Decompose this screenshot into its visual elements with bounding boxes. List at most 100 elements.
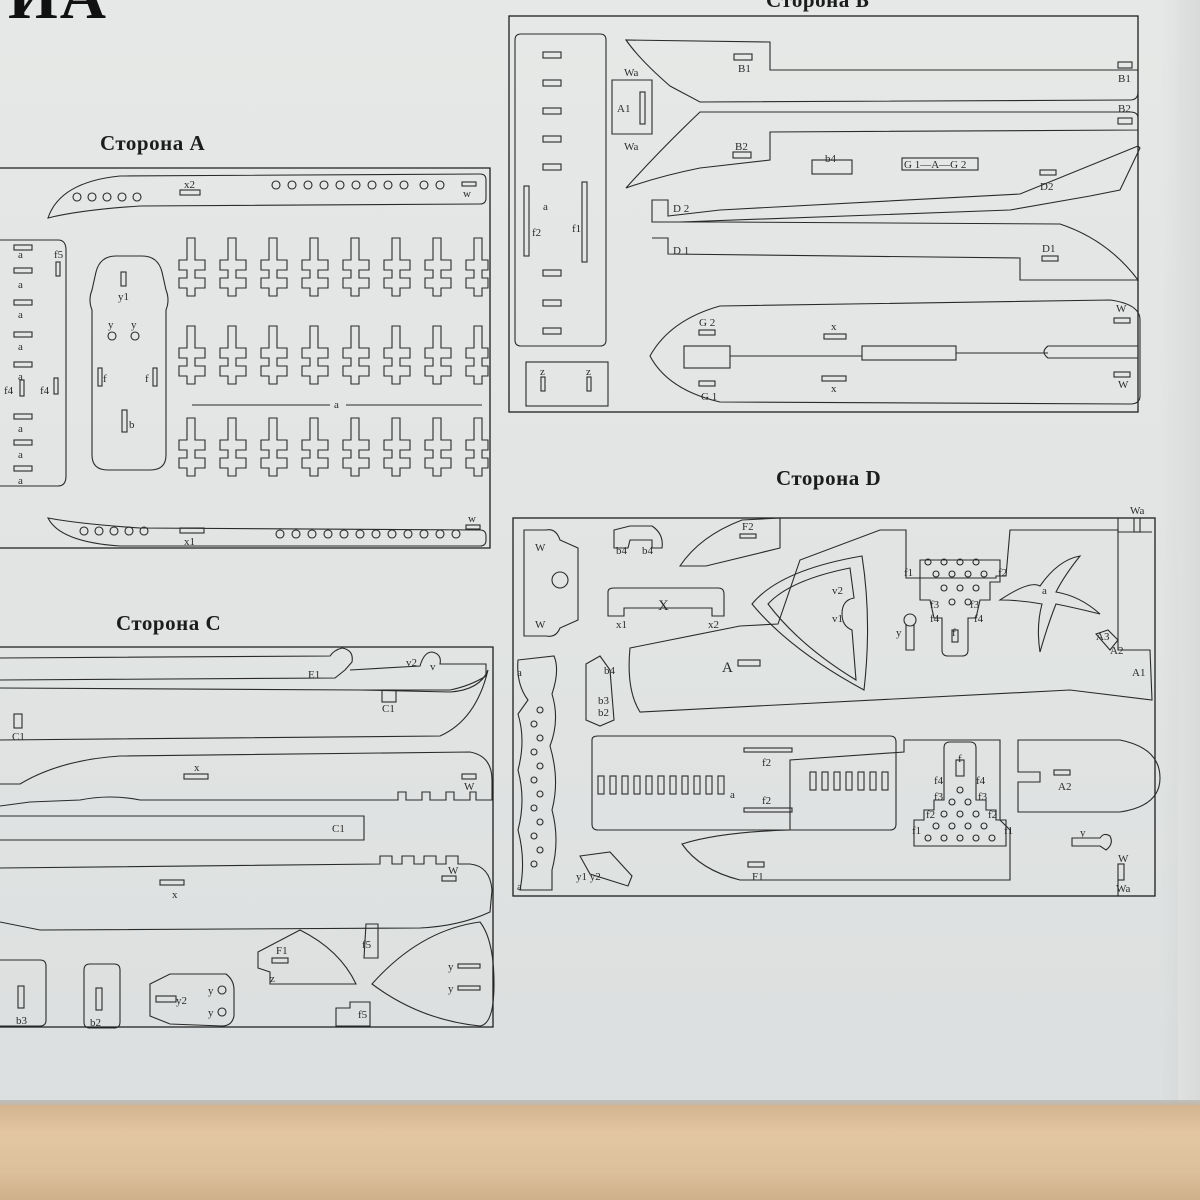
part-label: a — [730, 789, 735, 801]
part-label: W — [1118, 379, 1129, 391]
part-label: x — [831, 321, 837, 333]
part-label: f3 — [930, 599, 940, 611]
side-c-title: Сторона C — [116, 611, 222, 635]
part-label: a — [517, 667, 522, 679]
part-label: D 2 — [673, 203, 689, 215]
part-label: y — [208, 985, 214, 997]
part-label: y1 — [118, 291, 129, 303]
part-label: y — [896, 627, 902, 639]
side-a-title: Сторона A — [100, 131, 206, 155]
part-label: D1 — [1042, 243, 1055, 255]
part-label: W — [448, 865, 459, 877]
cross-pieces-grid: a — [178, 237, 489, 477]
part-label: f4 — [934, 775, 944, 787]
part-label: f4 — [974, 613, 984, 625]
part-label: f5 — [54, 249, 64, 261]
part-label: x — [194, 762, 200, 774]
part-label: A1 — [1132, 667, 1145, 679]
part-label: f1 — [1004, 825, 1013, 837]
wooden-table-surface — [0, 1105, 1200, 1200]
paper-edge-shadow — [1160, 0, 1200, 1110]
part-label: b4 — [825, 153, 837, 165]
part-label: A2 — [1058, 781, 1071, 793]
part-label: W — [535, 619, 546, 631]
part-label: A1 — [617, 103, 630, 115]
part-label: f5 — [358, 1009, 368, 1021]
part-label: x1 — [184, 536, 195, 548]
table-edge — [0, 1100, 1200, 1108]
part-label: G 2 — [699, 317, 715, 329]
part-label: f2 — [532, 227, 541, 239]
document-title-partial: ИА — [8, 0, 108, 34]
part-label: v2 — [406, 657, 417, 669]
part-label: v2 — [832, 585, 843, 597]
part-label: F1 — [276, 945, 288, 957]
part-label: f2 — [762, 757, 771, 769]
part-label: F2 — [742, 521, 754, 533]
part-label: a — [18, 341, 23, 353]
side-d-title: Сторона D — [776, 466, 882, 490]
part-label: y — [1080, 827, 1086, 839]
part-label: b4 — [616, 545, 628, 557]
part-label: b3 — [16, 1015, 28, 1027]
part-label: f4 — [976, 775, 986, 787]
part-label: a — [18, 371, 23, 383]
part-label: f2 — [998, 567, 1007, 579]
part-label: W — [1116, 303, 1127, 315]
part-label: B2 — [735, 141, 748, 153]
part-label: a — [543, 201, 548, 213]
part-label: f — [958, 753, 962, 765]
part-label: b3 — [598, 695, 610, 707]
part-label: a — [18, 249, 23, 261]
part-label: f1 — [912, 825, 921, 837]
side-c-panel: E1 v2 v C1 C1 x W C1 x W b3 b2 y2 — [0, 646, 495, 1029]
part-label: x1 — [616, 619, 627, 631]
part-label: a — [18, 475, 23, 487]
part-label: E1 — [308, 669, 320, 681]
part-label: a — [334, 399, 339, 411]
part-label: Wa — [1130, 505, 1145, 517]
part-label: b2 — [90, 1017, 101, 1029]
part-label: B2 — [1118, 103, 1131, 115]
part-label: z — [540, 366, 545, 378]
part-label: f1 — [572, 223, 581, 235]
part-label: a — [18, 309, 23, 321]
dot-holes-pyramid — [924, 786, 996, 842]
part-label: W — [1118, 853, 1129, 865]
part-label: Wa — [1116, 883, 1131, 895]
part-label: A2 — [1110, 645, 1123, 657]
part-label: x — [172, 889, 178, 901]
part-label: f4 — [4, 385, 14, 397]
part-label: y — [131, 319, 137, 331]
part-label: f2 — [926, 809, 935, 821]
side-b-panel: f2 f1 a z z Wa A1 Wa B1 B1 B2 B2 b4 — [508, 15, 1141, 413]
part-label: f1 — [904, 567, 913, 579]
part-label: C1 — [332, 823, 345, 835]
part-label: B1 — [738, 63, 751, 75]
paper-sheet: ИА Сторона Б Сторона A x2 w a f5 a a a — [0, 0, 1178, 1138]
part-label: Wa — [624, 67, 639, 79]
part-label: C1 — [382, 703, 395, 715]
slots-row — [597, 771, 889, 795]
part-label: v1 — [832, 613, 843, 625]
part-label: w — [468, 513, 476, 525]
part-label: y — [448, 983, 454, 995]
part-label: x2 — [708, 619, 719, 631]
part-label: a — [1042, 585, 1047, 597]
part-label: C1 — [12, 731, 25, 743]
part-label: z — [586, 366, 591, 378]
part-label: a — [18, 279, 23, 291]
part-label: f4 — [930, 613, 940, 625]
part-label: f4 — [40, 385, 50, 397]
part-label: B1 — [1118, 73, 1131, 85]
part-label: b4 — [604, 665, 616, 677]
part-label: y — [108, 319, 114, 331]
part-label: y — [208, 1007, 214, 1019]
part-label: x — [831, 383, 837, 395]
part-label: G 1 — [701, 391, 717, 403]
part-label: b — [129, 419, 135, 431]
part-label: W — [535, 542, 546, 554]
part-label: W — [464, 781, 475, 793]
side-a-panel: x2 w a f5 a a a a f4 f4 a a — [0, 167, 491, 549]
part-label: f — [952, 627, 956, 639]
